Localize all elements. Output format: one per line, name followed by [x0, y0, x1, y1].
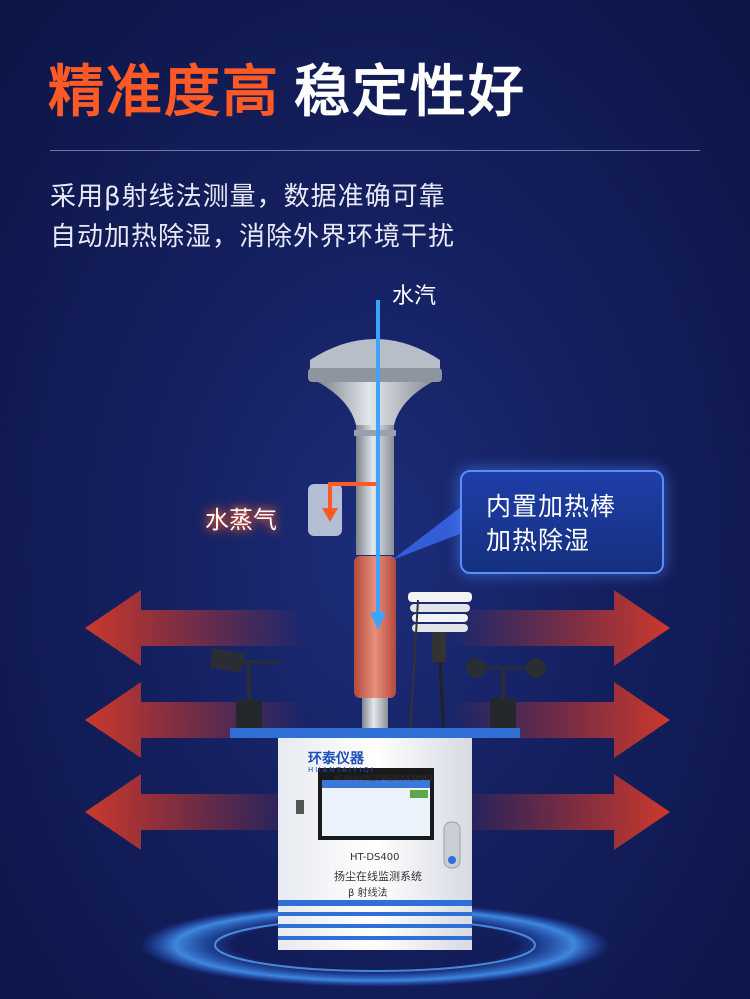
louver-sensor: [408, 592, 472, 736]
usb-port: [296, 800, 304, 814]
subtitle-line-2: 自动加热除湿，消除外界环境干扰: [50, 222, 456, 252]
heat-arrows-left: [85, 590, 305, 850]
anemometer: [466, 658, 546, 730]
brand-pinyin: HUANTAIYIQI: [308, 766, 375, 774]
headline-highlight: 精准度高: [48, 60, 280, 125]
label-vapor: 水汽: [392, 284, 437, 309]
brand-logo-text: 环泰仪器: [308, 751, 364, 767]
cabinet-lock: [443, 821, 461, 869]
device-system-name: 扬尘在线监测系统: [334, 870, 422, 883]
headline-rest: 稳定性好: [294, 60, 526, 125]
callout-line-2: 加热除湿: [486, 526, 591, 555]
wind-vane: [210, 648, 282, 730]
mounting-crossbar: [230, 728, 520, 738]
device-model: HT-DS400: [350, 852, 400, 863]
sampling-head-cap: [310, 339, 440, 372]
subtitle-line-1: 采用β射线法测量，数据准确可靠: [50, 182, 446, 212]
screen-title: HT-DS400扬尘在线监测系统β射线法: [334, 775, 434, 782]
callout-line-1: 内置加热棒: [486, 492, 617, 521]
heater-callout: 内置加热棒 加热除湿: [460, 470, 664, 574]
sampling-tube: [356, 425, 394, 555]
label-steam: 水蒸气: [205, 506, 277, 534]
heat-arrows-right: [450, 590, 670, 850]
device-method: β 射线法: [348, 888, 388, 899]
heater-rod: [354, 556, 396, 698]
divider: [50, 150, 700, 151]
page-title: 精准度高稳定性好: [48, 58, 526, 128]
